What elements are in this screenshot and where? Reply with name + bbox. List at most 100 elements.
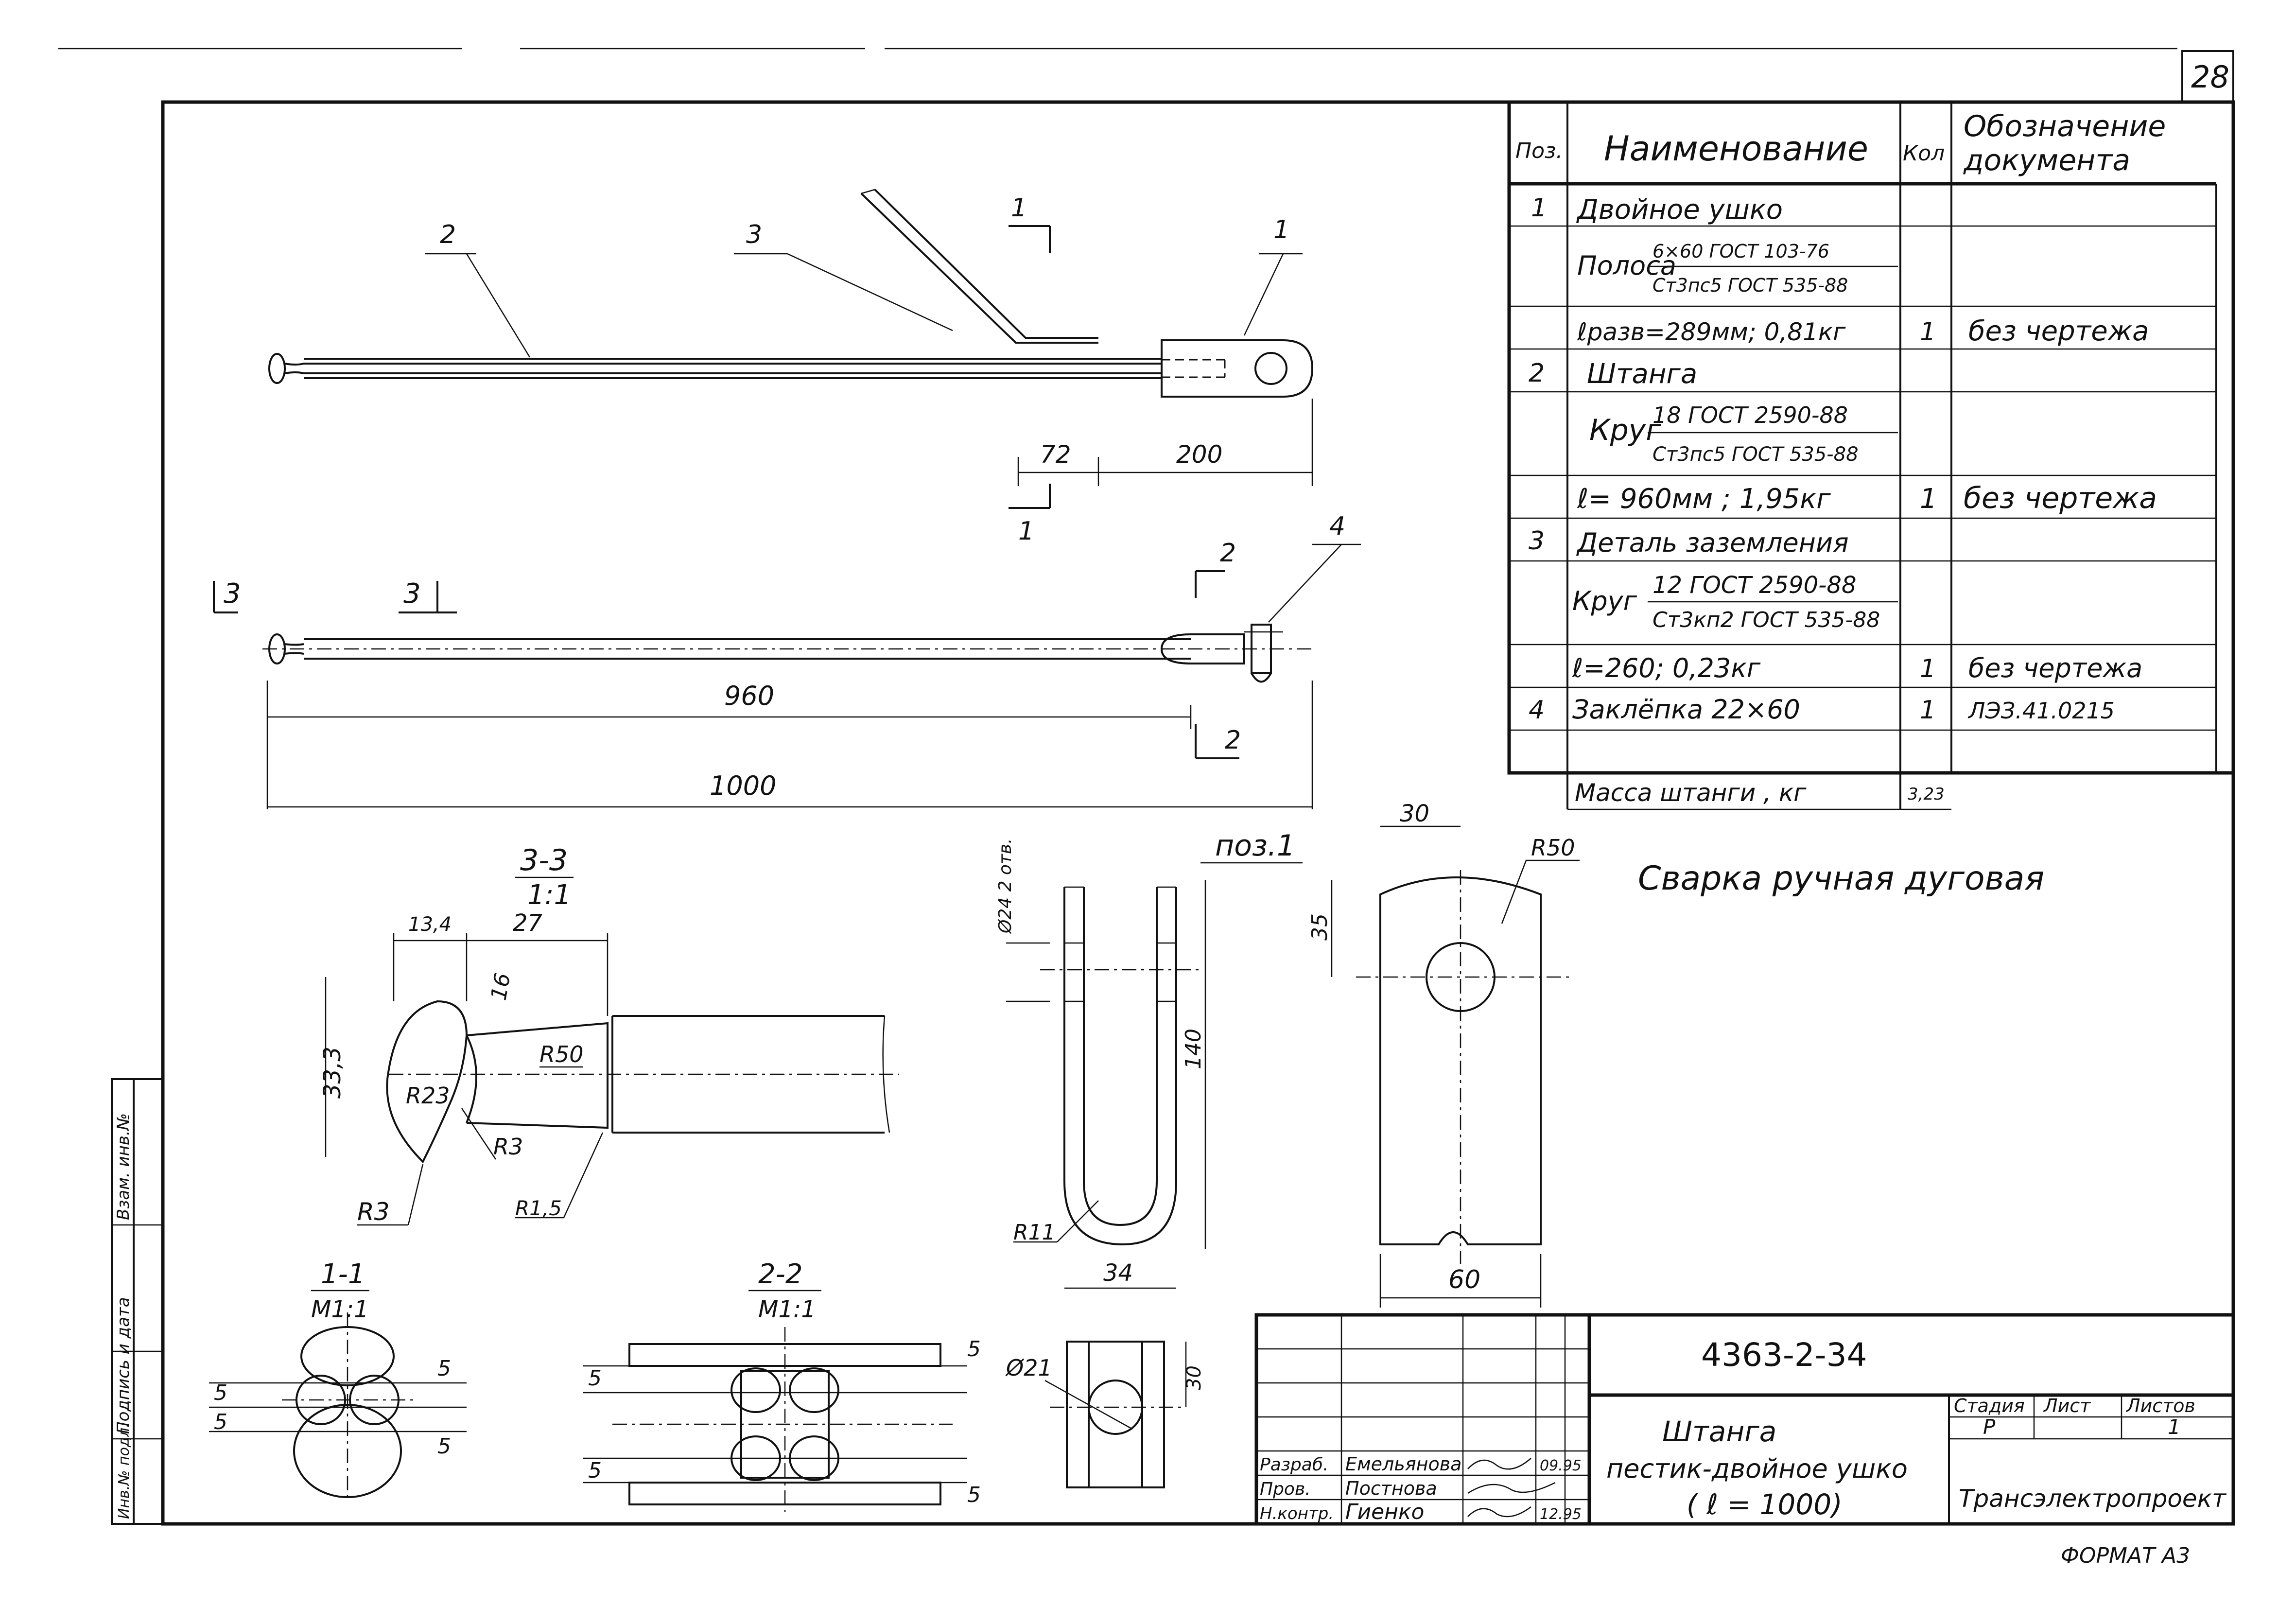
sheet-header: Лист xyxy=(2043,1395,2091,1416)
leader-pos-3: 3 xyxy=(746,220,762,249)
spec-row-pos: 2 xyxy=(1529,359,1545,388)
doc-title-3: ( ℓ = 1000) xyxy=(1687,1488,1843,1521)
sheets-header: Листов xyxy=(2125,1395,2195,1416)
spec-header-name: Наименование xyxy=(1604,129,1868,169)
r-1-5: R1,5 xyxy=(515,1196,562,1220)
spec-row-name-sup: 6×60 ГОСТ 103-76 xyxy=(1652,241,1829,262)
spec-row-name-sub: Ст3пс5 ГОСТ 535-88 xyxy=(1652,443,1859,466)
dim-33-3: 33,3 xyxy=(319,1047,346,1099)
dim-16: 16 xyxy=(487,971,516,1002)
title-block: 4363-2-34 Штанга пестик-двойное ушко ( ℓ… xyxy=(1254,1313,2235,1526)
cut-mark-1-top: 1 xyxy=(1011,193,1027,223)
s22-dim-5c: 5 xyxy=(967,1337,981,1362)
spec-row-name-sup: 12 ГОСТ 2590-88 xyxy=(1652,572,1857,599)
pos1-dim-34: 34 xyxy=(1103,1259,1133,1287)
stage-header: Стадия xyxy=(1954,1395,2025,1416)
doc-title-1: Штанга xyxy=(1662,1415,1776,1448)
spec-row-doc: без чертежа xyxy=(1968,653,2142,683)
s22-dim-5a: 5 xyxy=(588,1366,602,1391)
format-label: ФОРМАТ А3 xyxy=(2061,1543,2190,1568)
dim-13-4: 13,4 xyxy=(408,913,452,936)
section-2-2-scale: М1:1 xyxy=(758,1296,816,1323)
pos1-d21: Ø21 xyxy=(1005,1355,1052,1381)
spec-row-qty: 1 xyxy=(1920,483,1937,515)
cut-mark-1-bottom: 1 xyxy=(1018,517,1034,546)
pos1-dim-30b: 30 xyxy=(1183,1365,1205,1390)
stamp-inv-podl: Инв.№ подл. xyxy=(116,1423,133,1519)
role-prov: Пров. xyxy=(1260,1479,1311,1499)
pos1-r50: R50 xyxy=(1531,835,1575,861)
role-razrab: Разраб. xyxy=(1260,1455,1328,1475)
spec-row-name: Штанга xyxy=(1587,358,1697,390)
spec-row-name: Круг xyxy=(1572,586,1637,616)
s11-dim-5c: 5 xyxy=(437,1356,451,1381)
spec-row-name-sup: 18 ГОСТ 2590-88 xyxy=(1652,402,1848,428)
spec-row-pos: 1 xyxy=(1531,193,1547,223)
cut-mark-3-left: 3 xyxy=(224,578,241,610)
dim-200: 200 xyxy=(1176,440,1222,469)
s22-dim-5b: 5 xyxy=(588,1458,602,1483)
spec-row-doc: без чертежа xyxy=(1968,315,2149,347)
spec-mass-value: 3,23 xyxy=(1908,785,1945,804)
spec-header-pos: Поз. xyxy=(1515,139,1563,163)
dim-960: 960 xyxy=(724,681,774,711)
dim-1000: 1000 xyxy=(710,770,776,801)
cut-mark-3-right: 3 xyxy=(403,578,421,610)
spec-row-doc: без чертежа xyxy=(1964,481,2157,515)
pos1-dim-140: 140 xyxy=(1181,1029,1206,1069)
spec-header-doc-1: Обозначение xyxy=(1964,109,2166,143)
section-3-3: 3-3 1:1 13,4 27 16 33,3 R50 R23 R3 R3 R1… xyxy=(319,843,899,1226)
cut-mark-2-bottom: 2 xyxy=(1225,726,1241,755)
leader-pos-1: 1 xyxy=(1273,215,1289,245)
s11-dim-5d: 5 xyxy=(437,1434,451,1459)
spec-row-name: Круг xyxy=(1589,413,1661,447)
spec-row-qty: 1 xyxy=(1920,317,1936,347)
spec-row-qty: 1 xyxy=(1920,654,1936,683)
doc-code: 4363-2-34 xyxy=(1701,1336,1867,1374)
spec-header-doc-2: документа xyxy=(1963,143,2130,177)
dim-27: 27 xyxy=(513,909,543,937)
pos1-dim-35: 35 xyxy=(1307,913,1332,941)
cut-mark-2-top: 2 xyxy=(1220,539,1236,568)
stamp-vzam: Взам. инв.№ xyxy=(114,1113,133,1220)
rod-front-view: 4 2 2 3 3 960 1000 xyxy=(213,512,1361,809)
pos1-drawings: поз.1 Ø24 2 отв. 140 R11 34 30 35 xyxy=(995,800,1580,1488)
s22-dim-5d: 5 xyxy=(967,1483,981,1507)
name-prov: Постнова xyxy=(1345,1478,1437,1499)
pos1-title: поз.1 xyxy=(1215,829,1295,863)
page-number: 28 xyxy=(2191,59,2229,95)
s11-dim-5b: 5 xyxy=(214,1410,227,1434)
r-3-right: R3 xyxy=(493,1134,523,1160)
leader-pos-2: 2 xyxy=(440,220,456,249)
section-1-1-title: 1-1 xyxy=(321,1258,365,1290)
spec-header-qty: Кол xyxy=(1903,141,1945,166)
section-1-1: 1-1 М1:1 5 5 5 5 xyxy=(209,1258,467,1498)
spec-row-name: ℓ=260; 0,23кг xyxy=(1572,653,1761,683)
date-nkontr: 12.95 xyxy=(1540,1506,1582,1523)
spec-row-qty: 1 xyxy=(1920,696,1936,725)
organization: Трансэлектропроект xyxy=(1959,1485,2227,1513)
spec-row-name: Двойное ушко xyxy=(1576,194,1783,226)
welding-note: Сварка ручная дуговая xyxy=(1638,859,2044,898)
spec-row-pos: 4 xyxy=(1529,696,1545,725)
sheet-border xyxy=(161,100,2235,1526)
date-razrab: 09.95 xyxy=(1540,1457,1582,1474)
spec-row-pos: 3 xyxy=(1529,526,1545,556)
stamp-podpis: Подпись и дата xyxy=(114,1297,133,1434)
spec-mass-label: Масса штанги , кг xyxy=(1575,779,1807,807)
rod-top-view: 2 3 1 1 1 72 200 xyxy=(268,189,1314,546)
section-1-1-scale: М1:1 xyxy=(311,1296,369,1323)
dim-72: 72 xyxy=(1040,440,1071,469)
name-razrab: Емельянова xyxy=(1345,1453,1461,1475)
spec-row-name: Полоса xyxy=(1577,250,1676,281)
spec-row-name: Заклёпка 22×60 xyxy=(1572,694,1800,725)
spec-row-name: ℓразв=289мм; 0,81кг xyxy=(1577,318,1846,346)
leader-pos-4: 4 xyxy=(1329,512,1345,541)
spec-row-name-sub: Ст3кп2 ГОСТ 535-88 xyxy=(1652,608,1880,632)
spec-row-doc: ЛЭЗ.41.0215 xyxy=(1967,698,2115,724)
section-3-3-title: 3-3 xyxy=(520,843,568,877)
pos1-dim-60: 60 xyxy=(1448,1265,1480,1294)
r-23: R23 xyxy=(406,1083,450,1109)
pos1-r11: R11 xyxy=(1013,1220,1056,1245)
